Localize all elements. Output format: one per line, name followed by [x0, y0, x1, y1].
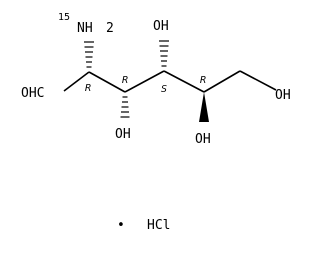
stereo-c2: R [85, 83, 91, 94]
hydroxyl-c4-label: OH [153, 19, 169, 34]
hashed-bond-c2-nh2 [84, 41, 94, 68]
hydroxyl-c3-label: OH [115, 127, 131, 142]
hydroxyl-c6-label: OH [275, 88, 291, 103]
wedge-bond-c5-oh [199, 92, 209, 122]
carbon-chain-bonds [63, 70, 277, 93]
bond-c5-c6 [203, 70, 241, 93]
hashed-bond-c4-oh [159, 40, 169, 67]
counterion-label: HCl [147, 218, 170, 233]
amine-h-count: 2 [106, 21, 114, 36]
isotope-label: 15 [58, 12, 70, 23]
salt-bullet: • [117, 218, 125, 233]
hashed-bond-c3-oh [120, 96, 130, 118]
bond-c1-c2 [63, 71, 90, 92]
bond-c6-oh [239, 70, 277, 91]
bond-c3-c4 [124, 70, 165, 93]
stereo-c5: R [200, 75, 206, 86]
stereo-c3: R [122, 75, 128, 86]
hydroxyl-c5-label: OH [195, 132, 211, 147]
bond-c2-c3 [88, 71, 126, 93]
aldehyde-label: OHC [21, 86, 44, 101]
amine-label: NH [77, 21, 93, 36]
stereo-c4: S [161, 84, 167, 95]
bond-c4-c5 [163, 70, 205, 93]
